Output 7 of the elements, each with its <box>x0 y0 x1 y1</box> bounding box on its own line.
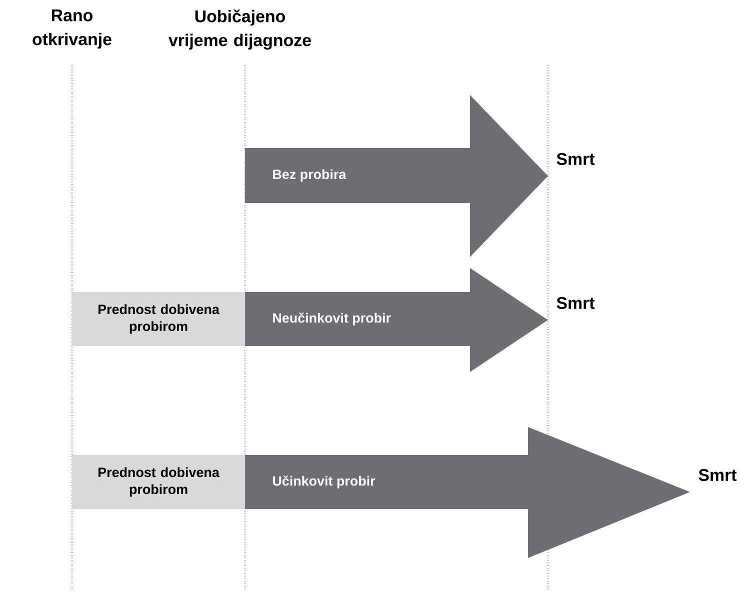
lead-time-box: Prednost dobivena probirom <box>72 292 245 346</box>
outcome-label: Smrt <box>556 153 595 165</box>
column-heading: Uobičajeno vrijeme dijagnoze <box>168 10 311 50</box>
lead-time-box: Prednost dobivena probirom <box>72 455 245 509</box>
outcome-label: Smrt <box>698 469 737 481</box>
outcome-label: Smrt <box>556 297 595 309</box>
column-heading: Rano otkrivanje <box>32 10 112 49</box>
